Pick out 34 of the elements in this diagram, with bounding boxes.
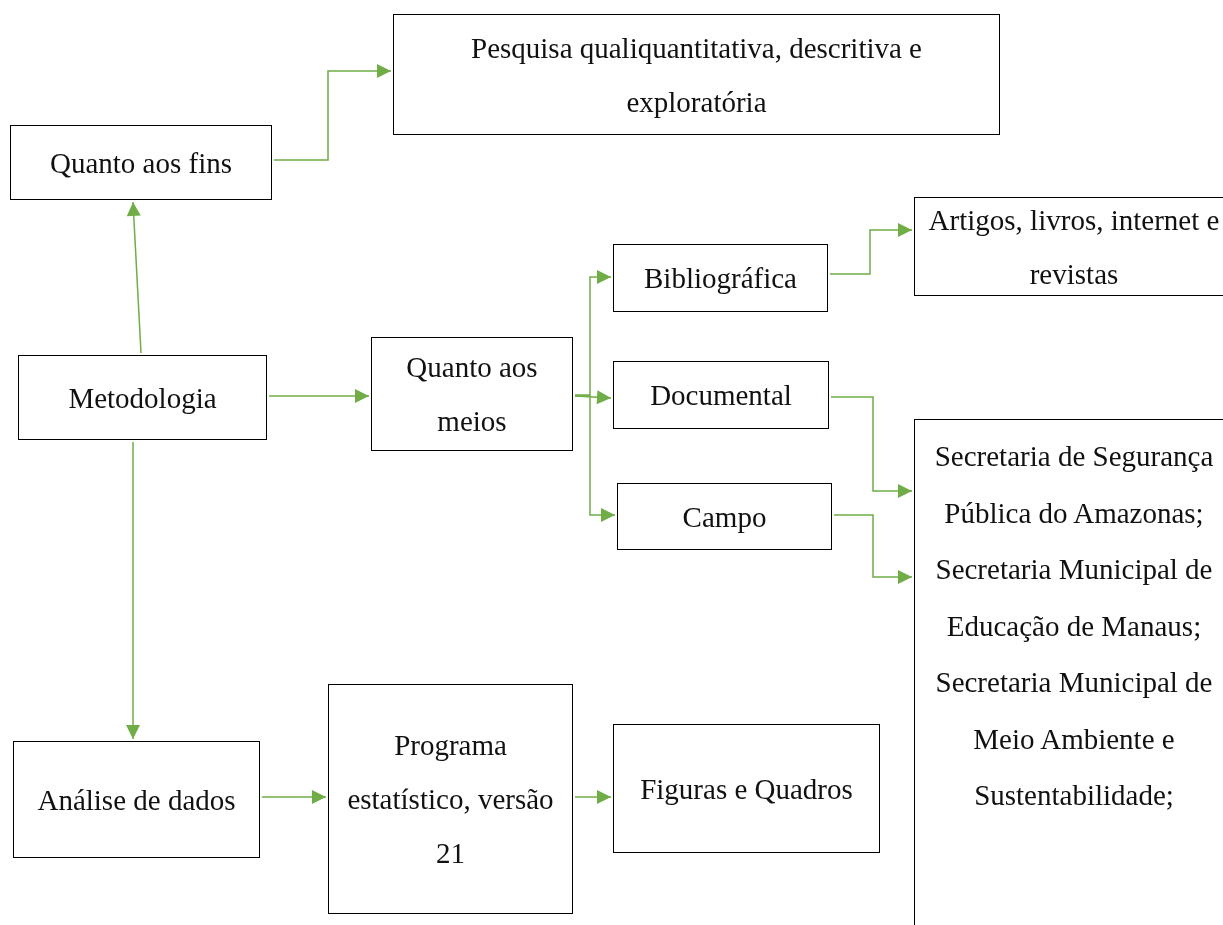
arrow <box>273 64 392 161</box>
process-box <box>613 361 829 429</box>
process-box <box>914 419 1223 925</box>
arrow <box>126 201 142 354</box>
process-box <box>613 724 880 853</box>
box-text: Campo <box>682 499 767 535</box>
box-text: Análise de dados <box>37 782 236 818</box>
process-box <box>18 355 267 440</box>
box-text: Quanto aos meios <box>405 350 539 439</box>
arrow <box>126 441 140 740</box>
process-box <box>617 483 832 550</box>
box-text: Programa estatístico, versão 21 <box>346 728 555 871</box>
arrow <box>261 790 327 804</box>
process-box <box>13 741 260 858</box>
arrow <box>833 514 913 584</box>
box-text: Documental <box>650 378 792 413</box>
arrow <box>830 396 913 498</box>
process-box <box>393 14 1000 135</box>
arrow <box>574 270 612 396</box>
process-box <box>10 125 272 200</box>
arrow <box>268 389 370 403</box>
box-text: Artigos, livros, internet e revistas <box>927 202 1221 292</box>
box-text: Pesquisa qualiquantitativa, descritiva e exploratória <box>470 30 923 120</box>
box-text: Secretaria de Segurança Pública do Amazonas; Secretaria Municipal de Educação de Manaus; Secretaria Municipal de Meio Ambiente e Sustentabilidade; <box>933 439 1215 813</box>
process-box <box>328 684 573 914</box>
box-text: Bibliográfica <box>644 261 797 296</box>
process-box <box>613 244 828 312</box>
box-text: Metodologia <box>68 380 217 416</box>
arrow <box>829 223 913 275</box>
arrow <box>574 395 616 522</box>
arrow <box>574 790 612 804</box>
box-text: Quanto aos fins <box>50 145 232 181</box>
box-text: Figuras e Quadros <box>640 771 853 807</box>
process-box <box>371 337 573 451</box>
